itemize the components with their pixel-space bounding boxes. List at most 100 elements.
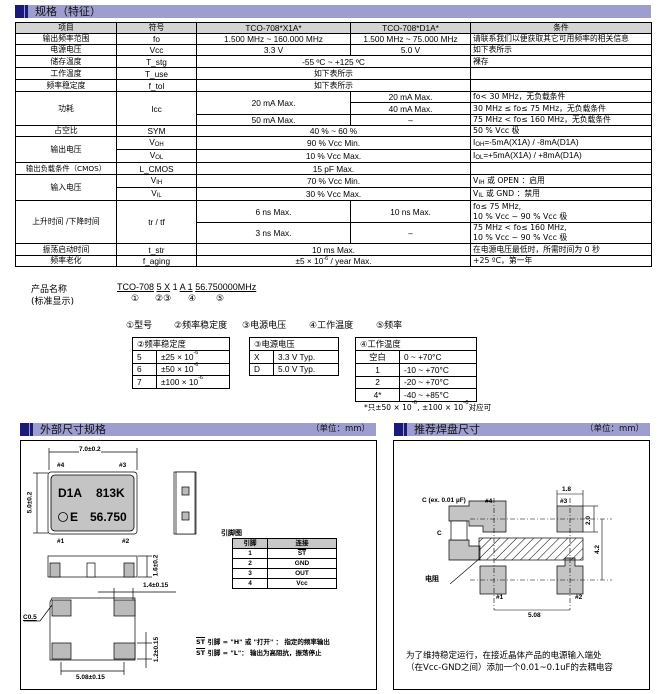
dim-pitch: 5.08±0.15 [76,674,105,681]
table-title: ③电源电压 [249,337,339,351]
cell: 在电源电压最低时，所需时间为 0 秒 [470,243,652,256]
cell: 1 [232,548,268,559]
val: ±50 × 10 [161,364,194,375]
pin-label: #2 [575,594,583,601]
dimensions-section-header: 外部尺寸规格 （单位：mm） [20,423,376,436]
st-label: ST [196,649,206,657]
cell: fo≤ 75 MHz,10 % Vcc ~ 90 % Vcc 极 [470,200,652,223]
legend-item: ③电源电压 [242,321,287,331]
dimensions-panel [20,440,377,690]
dim-pad-width: 1.4±0.15 [143,582,169,589]
resistor-label: 电阻 [425,575,439,583]
val: ±100 × 10 [161,376,199,387]
header-marker-icon [404,423,407,436]
table-row: 工作温度 T_use 如下表所示 [15,67,652,80]
marking-text: 813K [96,486,125,500]
symbol-sub: IL [156,193,162,199]
table-row: 4*-40 ~ +85°C [355,388,477,402]
code-part: A [179,282,186,292]
exp: -6 [323,256,329,263]
symbol: V [149,137,155,148]
cell: 上升时间 /下降时间 [15,200,117,244]
cell: GND [267,558,337,569]
spec-table: 项目 符号 TCO-708*X1A* TCO-708*D1A* 条件 输出频率范… [15,22,652,267]
header-marker-icon [394,423,403,436]
pin-label: #2 [122,538,130,545]
cell: ±100 × 10-6 [156,375,230,389]
note: *只±50 × 10 [364,403,412,412]
code-part: TCO-708 [117,282,155,292]
symbol: V [150,175,157,186]
cell: tr / tf [116,200,197,244]
symbol-sub: IH [156,180,163,186]
land-note: （在Vcc-GND之间）添加一个0.01~0.1uF的去耦电容 [406,663,613,673]
legend-item: ⑤频率 [376,321,403,331]
pin-label: #4 [485,498,493,505]
cell: 0 ~ +70°C [399,350,477,364]
cond: I [473,137,476,148]
cell: 75 MHz < fo≤ 160 MHz,10 % Vcc ~ 90 % Vcc… [470,222,652,244]
cell [470,79,652,92]
cond: V [473,175,479,185]
unit-label: （单位：mm） [310,424,370,434]
legend-item: ①型号 [126,321,153,331]
table-row: 输入电压 VIH 70 % Vcc Min. VIH 或 OPEN ：启用 [15,174,652,201]
cell: 4 [232,578,268,589]
cell [470,162,652,175]
table-row: 电源电压 Vcc 3.3 V 5.0 V 如下表所示 [15,44,652,56]
cond: 10 % Vcc ~ 90 % Vcc 极 [473,233,568,242]
cell: 空白 [355,350,400,364]
cond: =-5mA(X1A) / -8mA(D1A) [484,137,579,148]
pin-label: #4 [57,462,65,469]
table-row: 功耗 Icc 20 mA Max. 20 mA Max. fo< 30 MHz，… [15,91,652,126]
header-marker-icon [15,5,24,18]
spec-section-header: 规格（特征） [15,5,651,18]
cell: ST [267,548,337,559]
cond: =+5mA(X1A) / +8mA(D1A) [483,150,582,161]
cell [470,67,652,80]
code-part: 1 [187,282,193,292]
cond: I [473,150,476,161]
cond: fo≤ 75 MHz, [473,201,522,211]
note: 引脚 = "H" 或 "打开" ： 指定的频率输出 [205,638,330,646]
val: ±25 × 10 [161,351,194,362]
section-title: 规格（特征） [35,5,101,18]
cell: IOH=-5mA(X1A) / -8mA(D1A) [470,136,652,150]
st-note: ST 引脚 = "H" 或 "打开" ： 指定的频率输出 [196,636,330,646]
exp: -6 [463,400,469,406]
header-marker-icon [20,423,29,436]
land-note: 为了维持稳定运行，在接近晶体产品的电源输入端处 [406,651,602,661]
dim-height: 5.0±0.2 [26,491,34,514]
product-code: TCO-708 5 X 1 A 1 56.750000MHz [117,282,256,292]
marker: ②③ [155,294,172,304]
cell: Vcc [267,578,337,589]
cell: 请联系我们以便获取其它可用频率的相关信息 [470,33,652,45]
dim-col-pitch: 5.08 [528,612,541,619]
marking-text: D1A [58,486,83,500]
land-panel [393,440,650,690]
legend-item: ④工作温度 [309,321,354,331]
cell: ±5 × 10-6 / year Max. [196,255,471,267]
product-name-label: 产品名称 [31,285,68,295]
dim-pad-height: 2.0 [585,515,593,526]
col-header: 引脚 [232,538,268,549]
cell: 如下表所示 [470,44,652,56]
code-part: 1 [172,282,178,292]
cond: 或 GND ：禁用 [483,188,540,198]
temperature-footnote: *只±50 × 10-6, ±100 × 10-6对应可 [364,400,491,413]
cond-sub: OL [475,155,484,161]
exp: -6 [193,349,199,356]
table-row: 7±100 × 10-6 [132,375,230,389]
note: , ±100 × 10 [417,403,464,412]
cond-sub: OH [475,142,485,148]
table-title: ②频率稳定度 [132,337,230,351]
dim-row-pitch: 4.2 [594,544,602,555]
pin-label: #3 [119,462,127,469]
cell: -40 ~ +85°C [399,388,477,402]
table-row: 5±25 × 10-6 [132,349,230,364]
cond: 75 MHz < fo≤ 160 MHz, [473,223,567,233]
val: / year Max. [328,256,372,266]
